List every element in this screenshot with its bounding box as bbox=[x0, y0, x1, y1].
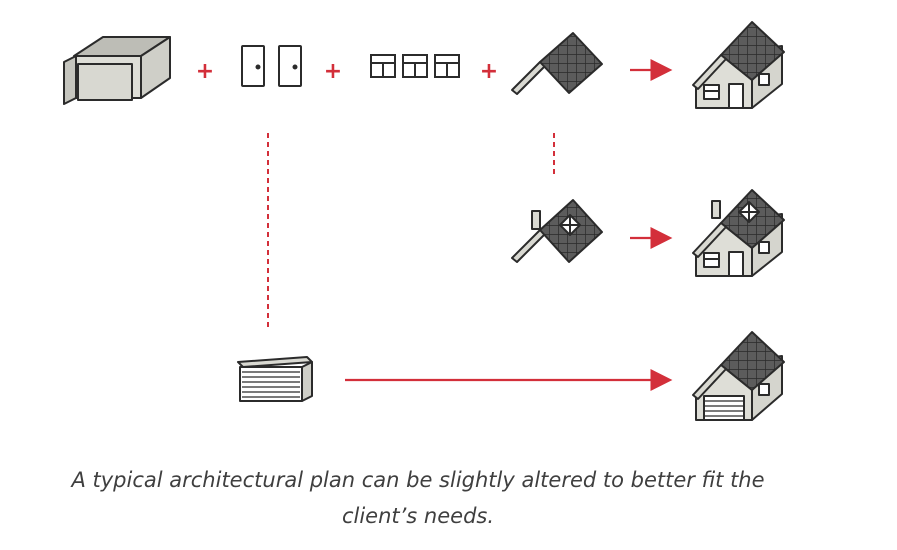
plus-sign: + bbox=[480, 59, 498, 84]
plus-sign: + bbox=[196, 59, 214, 84]
plus-sign: + bbox=[324, 59, 342, 84]
windows-icon bbox=[370, 54, 460, 78]
house-icon bbox=[692, 21, 785, 109]
doors-icon bbox=[241, 45, 302, 87]
caption-line-1: A typical architectural plan can be slig… bbox=[71, 468, 765, 492]
house-with-garage-icon bbox=[692, 331, 785, 421]
roof-with-chimney-icon bbox=[511, 199, 603, 263]
roof-icon bbox=[511, 32, 603, 95]
walls-icon bbox=[63, 36, 171, 105]
house-with-dormer-icon bbox=[692, 189, 785, 277]
figure-caption: A typical architectural plan can be slig… bbox=[0, 462, 836, 534]
caption-line-2: client’s needs. bbox=[341, 504, 495, 528]
garage-door-icon bbox=[237, 356, 313, 402]
